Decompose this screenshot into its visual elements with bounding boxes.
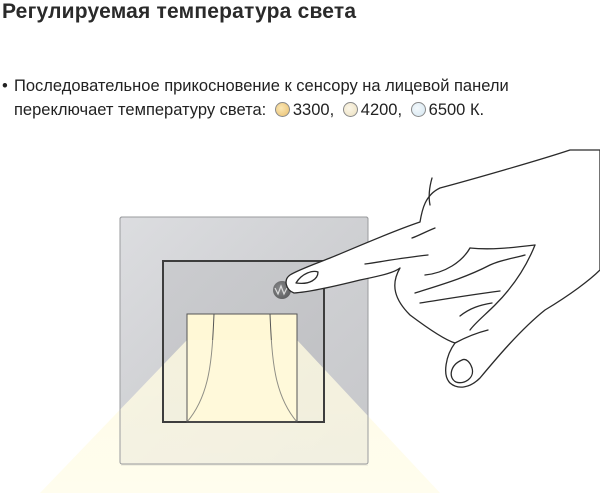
temperature-4200: 4200, [360,101,403,119]
temperature-3300: 3300, [292,101,335,119]
temperature-6500: 6500 К. [428,101,485,119]
bullet-text-line-1: Последовательное прикосновение к сенсору… [14,77,509,95]
bullet-line-2: переключает температуру света: 3300, 420… [0,98,590,122]
pointing-hand-icon [285,149,600,388]
light-window [186,313,298,423]
color-swatch-3300-icon [274,102,290,117]
feature-description: • Последовательное прикосновение к сенсо… [0,74,590,122]
bullet-line-1: • Последовательное прикосновение к сенсо… [0,74,590,98]
color-swatch-6500-icon [410,102,426,117]
light-cone [40,340,440,493]
color-swatch-4200-icon [342,102,358,117]
bullet-text-line-2: переключает температуру света: [14,101,267,119]
bullet-marker: • [2,77,8,95]
page-title: Регулируемая температура света [2,0,357,23]
